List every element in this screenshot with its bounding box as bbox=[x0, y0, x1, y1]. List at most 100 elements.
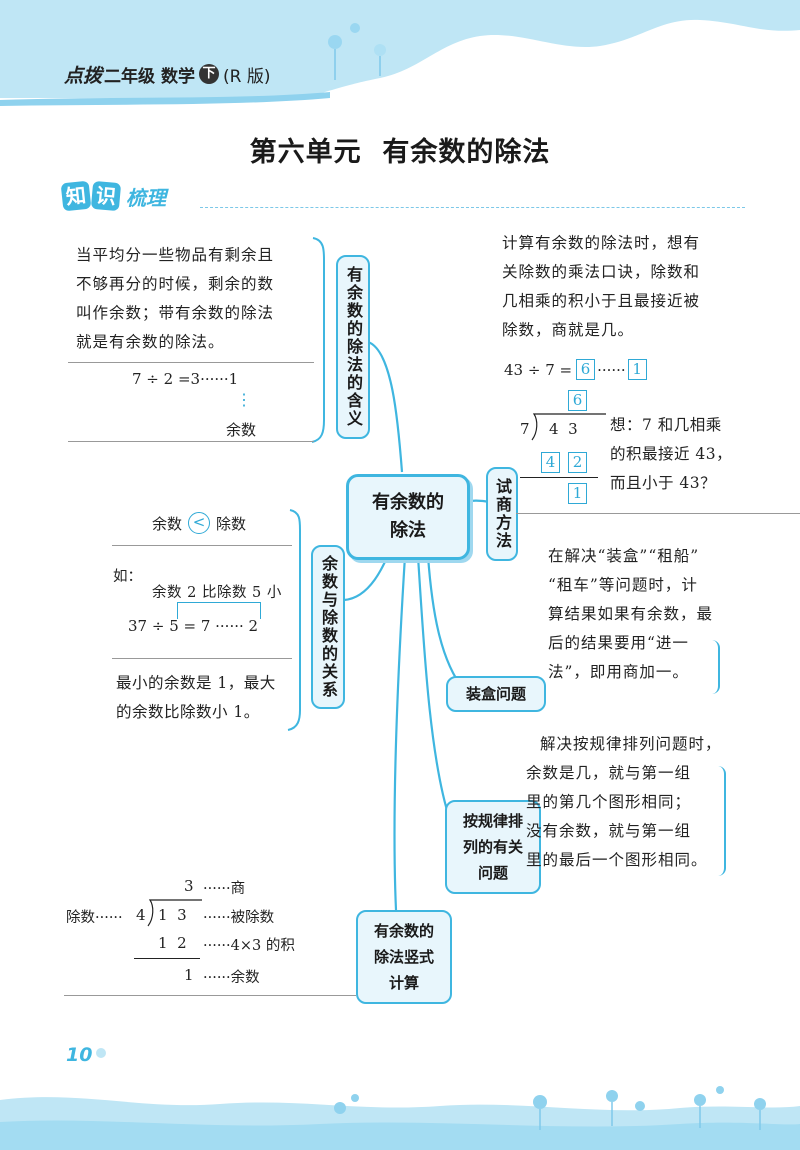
vertical-dividend-label: ······被除数 bbox=[203, 910, 275, 926]
vertical-remainder-label: ······余数 bbox=[203, 970, 260, 986]
volume-badge: 下 bbox=[199, 64, 220, 84]
relation-min-text: 最小的余数是 1，最大 的余数比除数小 1。 bbox=[116, 669, 296, 727]
meaning-text: 当平均分一些物品有剩余且 不够再分的时候，剩余的数 叫作余数；带有余数的除法 就… bbox=[76, 241, 316, 357]
center-node: 有余数的 除法 bbox=[346, 474, 470, 560]
trial-text: 计算有余数的除法时，想有 关除数的乘法口诀，除数和 几相乘的积小于且最接近被 除… bbox=[502, 229, 762, 345]
node-pattern-line1: 按规律排 bbox=[462, 812, 523, 830]
meaning-remainder-label: 余数 bbox=[226, 421, 257, 439]
header-edition: (R 版) bbox=[223, 66, 271, 87]
meaning-text-line: 就是有余数的除法。 bbox=[76, 333, 225, 351]
trial-div-line bbox=[520, 477, 598, 478]
section-label-c: 梳理 bbox=[126, 185, 166, 210]
section-divider bbox=[200, 207, 745, 208]
relation-divider-1 bbox=[112, 545, 292, 546]
box-problem-line: 法”，即用商加一。 bbox=[548, 663, 689, 681]
box-problem-text: 在解决“装盒”“租船” “租车”等问题时，计 算结果如果有余数，最 后的结果要用… bbox=[548, 542, 778, 687]
trial-division-bracket bbox=[531, 413, 606, 441]
meaning-example: 7 ÷ 2 =3······1 bbox=[132, 370, 239, 388]
trial-bottom-line bbox=[516, 513, 800, 514]
vertical-quotient-label: ······商 bbox=[203, 881, 246, 897]
pattern-line: 余数是几，就与第一组 bbox=[526, 764, 692, 782]
trial-think-line: 的积最接近 43， bbox=[610, 445, 733, 463]
relation-eg-note: 余数 2 比除数 5 小 bbox=[152, 585, 282, 601]
pattern-line: 解决按规律排列问题时， bbox=[540, 735, 722, 753]
trial-text-line: 关除数的乘法口诀，除数和 bbox=[502, 263, 701, 281]
trial-div-product-1: 4 bbox=[541, 452, 560, 473]
trial-think-line: 想：7 和几相乘 bbox=[610, 416, 722, 434]
meaning-text-line: 不够再分的时候，剩余的数 bbox=[76, 275, 275, 293]
vertical-product-label: ······4×3 的积 bbox=[203, 938, 295, 954]
relation-compare: 余数 < 除数 bbox=[152, 512, 246, 534]
trial-div-divisor: 7 bbox=[520, 420, 530, 438]
header-subject: 数学 bbox=[161, 66, 196, 87]
node-trial: 试商方法 bbox=[486, 467, 518, 561]
meaning-text-line: 叫作余数；带有余数的除法 bbox=[76, 304, 275, 322]
trial-text-line: 几相乘的积小于且最接近被 bbox=[502, 292, 701, 310]
box-problem-line: 后的结果要用“进一 bbox=[548, 634, 689, 652]
footer-background bbox=[0, 1086, 800, 1150]
trial-text-line: 计算有余数的除法时，想有 bbox=[502, 234, 701, 252]
meaning-divider bbox=[68, 362, 314, 363]
vertical-div-line bbox=[134, 958, 200, 959]
trial-div-dividend: 4 3 bbox=[549, 420, 578, 438]
trial-div-remainder: 1 bbox=[568, 483, 587, 504]
box-problem-bracket bbox=[706, 640, 720, 694]
pattern-bracket bbox=[712, 766, 726, 876]
vertical-bottom-line bbox=[64, 995, 356, 996]
center-node-line2: 除法 bbox=[390, 520, 426, 541]
vertical-remainder: 1 bbox=[184, 966, 194, 984]
vertical-quotient: 3 bbox=[184, 877, 194, 895]
relation-compare-right: 除数 bbox=[216, 514, 247, 533]
page-number: 10 bbox=[66, 1044, 93, 1066]
box-problem-line: “租车”等问题时，计 bbox=[548, 576, 698, 594]
node-vertical-line2: 除法竖式 bbox=[373, 948, 434, 966]
less-than-icon: < bbox=[188, 512, 211, 534]
node-pattern: 按规律排 列的有关 问题 bbox=[445, 800, 541, 894]
vertical-divisor: 4 bbox=[136, 906, 146, 924]
vertical-division-bracket bbox=[147, 899, 202, 927]
page-title: 第六单元 有余数的除法 bbox=[249, 137, 551, 168]
box-problem-line: 在解决“装盒”“租船” bbox=[548, 547, 700, 565]
center-node-line1: 有余数的 bbox=[372, 492, 444, 513]
trial-think: 想：7 和几相乘 的积最接近 43， 而且小于 43？ bbox=[610, 411, 760, 498]
meaning-dots: ⋮ bbox=[236, 390, 252, 409]
pattern-line: 里的最后一个图形相同。 bbox=[526, 851, 708, 869]
trial-eq-left: 43 ÷ 7 = bbox=[504, 360, 573, 379]
node-pattern-line2: 列的有关 bbox=[462, 838, 523, 856]
brand-logo: 点拨 bbox=[64, 64, 103, 87]
trial-text-line: 除数，商就是几。 bbox=[502, 321, 635, 339]
trial-think-line: 而且小于 43？ bbox=[610, 474, 717, 492]
trial-equation: 43 ÷ 7 = 6 ······ 1 bbox=[504, 359, 647, 380]
trial-eq-dots: ······ bbox=[597, 360, 626, 379]
node-box-problem: 装盒问题 bbox=[446, 676, 546, 712]
relation-min-line: 最小的余数是 1，最大 bbox=[116, 674, 276, 692]
node-relation: 余数与除数的关系 bbox=[311, 545, 345, 709]
trial-eq-quotient: 6 bbox=[576, 359, 596, 380]
meaning-bottom-line bbox=[68, 441, 314, 442]
relation-min-line: 的余数比除数小 1。 bbox=[116, 703, 260, 721]
trial-div-product-2: 2 bbox=[568, 452, 587, 473]
node-vertical-line3: 计算 bbox=[388, 974, 419, 992]
node-pattern-line3: 问题 bbox=[477, 864, 508, 882]
header-grade: 二年级 bbox=[104, 66, 156, 87]
vertical-dividend: 1 3 bbox=[158, 906, 187, 924]
pattern-line: 里的第几个图形相同； bbox=[526, 793, 692, 811]
header-row: 点拨 二年级 数学 下 (R 版) bbox=[64, 60, 271, 88]
box-problem-line: 算结果如果有余数，最 bbox=[548, 605, 714, 623]
node-vertical-line1: 有余数的 bbox=[373, 922, 434, 940]
relation-compare-left: 余数 bbox=[152, 514, 183, 533]
relation-eg-equation: 37 ÷ 5 = 7 ······ 2 bbox=[128, 617, 259, 635]
relation-divider-2 bbox=[112, 658, 292, 659]
trial-eq-remainder: 1 bbox=[627, 359, 647, 380]
trial-div-quotient: 6 bbox=[568, 390, 587, 411]
node-vertical: 有余数的 除法竖式 计算 bbox=[356, 910, 452, 1004]
vertical-product: 1 2 bbox=[158, 934, 187, 952]
node-meaning: 有余数的除法的含义 bbox=[336, 255, 370, 439]
pattern-text: 解决按规律排列问题时， 余数是几，就与第一组 里的第几个图形相同； 没有余数，就… bbox=[526, 730, 780, 875]
page-number-dot bbox=[96, 1048, 106, 1058]
vertical-divisor-label: 除数······ bbox=[66, 910, 123, 926]
pattern-line: 没有余数，就与第一组 bbox=[526, 822, 692, 840]
meaning-text-line: 当平均分一些物品有剩余且 bbox=[76, 246, 275, 264]
relation-bracket bbox=[177, 602, 261, 619]
section-label: 知 识 梳理 bbox=[60, 180, 166, 212]
